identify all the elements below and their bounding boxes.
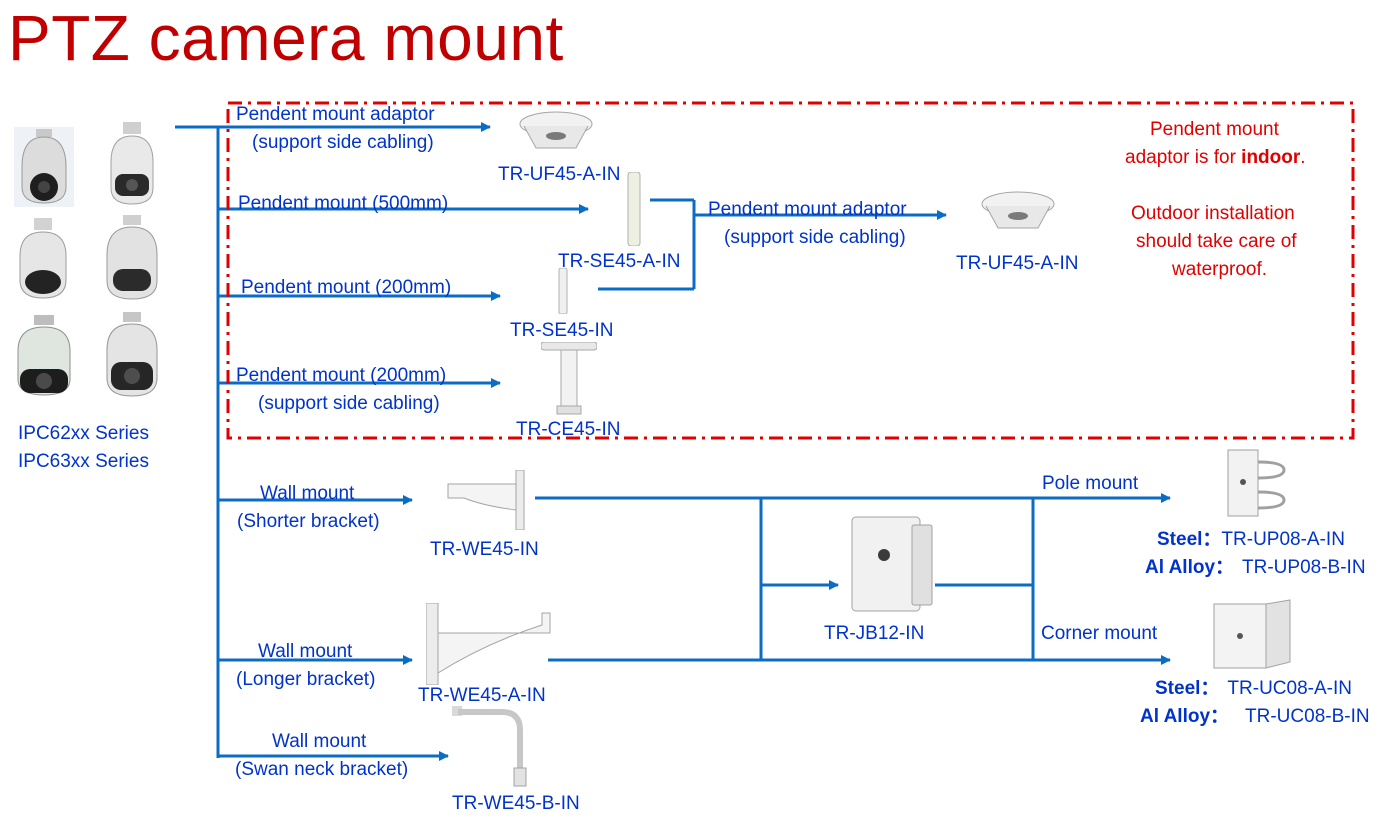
note-line-4: should take care of [1136, 231, 1297, 252]
wall-long-label-1: Wall mount [258, 641, 353, 662]
ceiling-adaptor-icon [518, 110, 594, 158]
corner-mount-icon [1212, 598, 1294, 670]
product-jb12: TR-JB12-IN [824, 623, 925, 644]
ptz-camera-icon [103, 215, 161, 300]
product-se45: TR-SE45-IN [510, 320, 614, 341]
mount200side-label-2: (support side cabling) [258, 393, 440, 414]
ceiling-adaptor-icon [980, 190, 1056, 238]
product-uf45a-secondary: TR-UF45-A-IN [956, 253, 1079, 274]
junction-box-icon [850, 515, 934, 613]
product-se45a: TR-SE45-A-IN [558, 251, 681, 272]
adaptor-label-1: Pendent mount adaptor [236, 104, 435, 125]
wall-swan-label-1: Wall mount [272, 731, 367, 752]
product-we45: TR-WE45-IN [430, 539, 539, 560]
corner-alloy-row: Al Alloy：TR-UC08-B-IN [1140, 706, 1370, 727]
pendent-mount-side-cabling-icon [541, 342, 597, 416]
mount500-label: Pendent mount (500mm) [238, 193, 449, 214]
note-line-3: Outdoor installation [1131, 203, 1295, 224]
ptz-camera-icon [14, 127, 74, 207]
ptz-camera-icon [105, 122, 160, 207]
mount200side-label-1: Pendent mount (200mm) [236, 365, 447, 386]
pendent-pipe-200-icon [557, 268, 569, 314]
product-we45a: TR-WE45-A-IN [418, 685, 546, 706]
product-we45b: TR-WE45-B-IN [452, 793, 580, 814]
product-uf45a: TR-UF45-A-IN [498, 164, 621, 185]
secondary-adaptor-label-1: Pendent mount adaptor [708, 199, 907, 220]
wall-long-label-2: (Longer bracket) [236, 669, 376, 690]
product-ce45: TR-CE45-IN [516, 419, 621, 440]
corner-steel-row: Steel：TR-UC08-A-IN [1155, 678, 1352, 699]
note-line-1: Pendent mount [1150, 119, 1279, 140]
pole-mount-label: Pole mount [1042, 473, 1139, 494]
swan-neck-bracket-icon [452, 706, 532, 788]
wall-short-label-1: Wall mount [260, 483, 355, 504]
ptz-camera-icon [14, 218, 72, 300]
note-line-5: waterproof. [1172, 259, 1268, 280]
wall-swan-label-2: (Swan neck bracket) [235, 759, 409, 780]
wall-bracket-long-icon [426, 603, 554, 685]
indoor-pendent-dashed-box [226, 101, 1355, 440]
note-line-2: adaptor is for indoor. [1125, 147, 1306, 168]
mount200-label: Pendent mount (200mm) [241, 277, 452, 298]
wall-bracket-short-icon [444, 470, 526, 530]
adaptor-label-2: (support side cabling) [252, 132, 434, 153]
page-title: PTZ camera mount [8, 2, 564, 74]
ptz-camera-icon [103, 312, 161, 397]
pendent-pipe-500-icon [625, 172, 643, 246]
ptz-camera-icon [14, 315, 74, 397]
wall-short-label-2: (Shorter bracket) [237, 511, 380, 532]
secondary-adaptor-label-2: (support side cabling) [724, 227, 906, 248]
camera-series-2: IPC63xx Series [18, 451, 149, 472]
corner-mount-label: Corner mount [1041, 623, 1158, 644]
pole-alloy-row: Al Alloy：TR-UP08-B-IN [1145, 557, 1366, 578]
pole-mount-icon [1222, 448, 1288, 518]
camera-series-1: IPC62xx Series [18, 423, 149, 444]
pole-steel-row: Steel：TR-UP08-A-IN [1157, 529, 1345, 550]
